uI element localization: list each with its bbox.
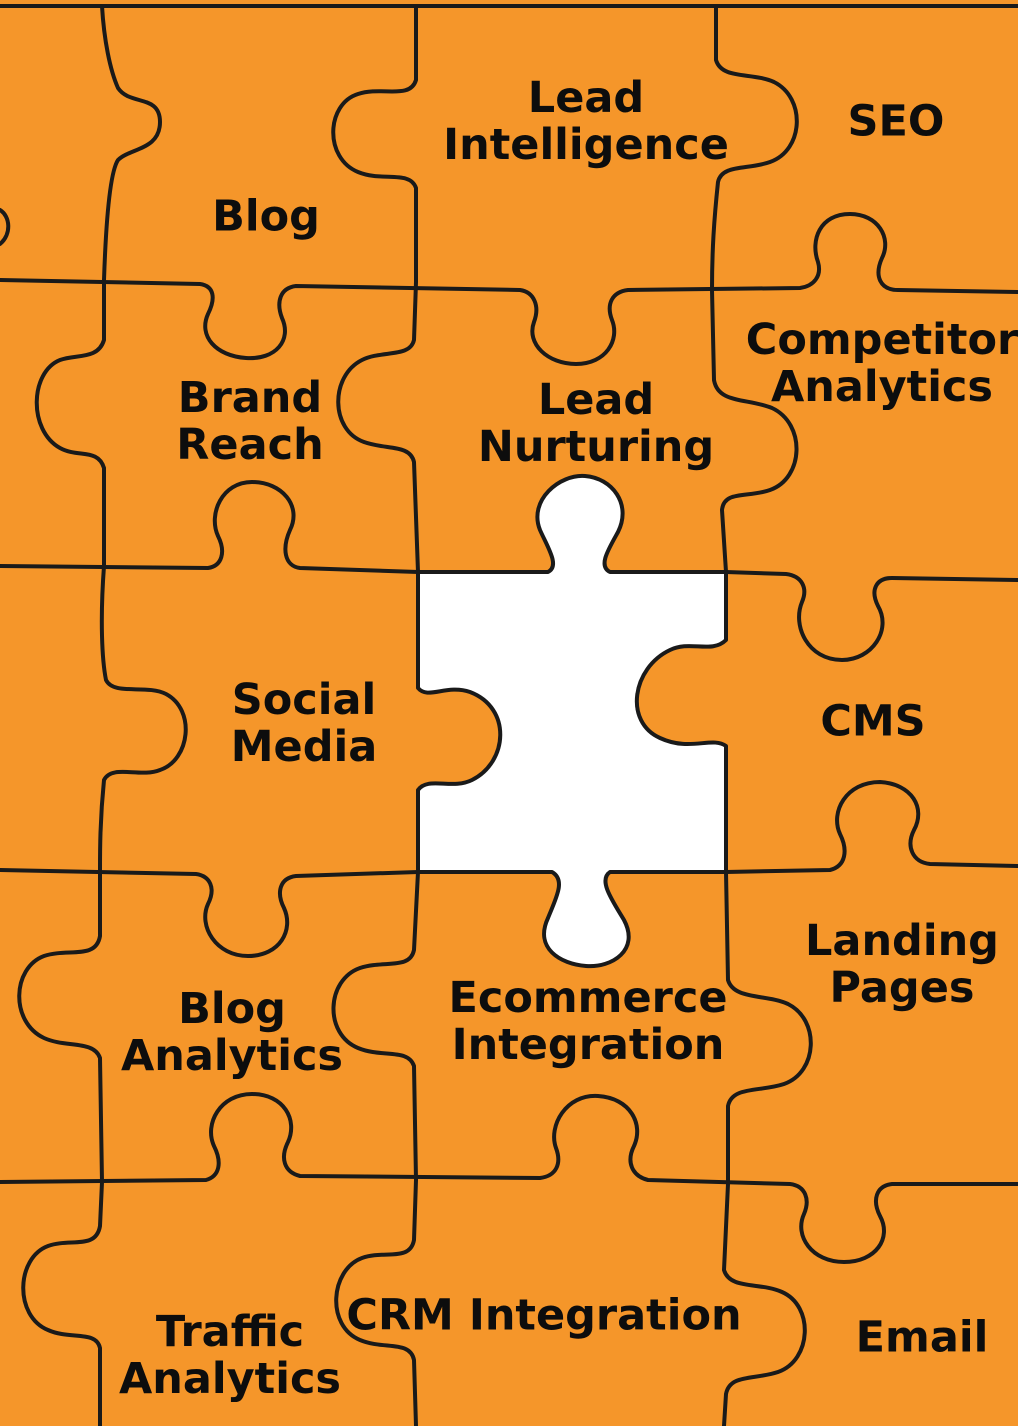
piece-label-social-media: Social Media xyxy=(231,677,378,771)
label-line: Brand xyxy=(177,373,323,423)
piece-label-email: Email xyxy=(855,1312,989,1363)
piece-label-blog: Blog xyxy=(212,191,320,242)
label-line: Lead xyxy=(527,73,645,123)
piece-label-brand-reach: Brand Reach xyxy=(176,375,323,469)
label-line: Analytics xyxy=(770,362,994,412)
piece-label-lead-nurturing: Lead Nurturing xyxy=(478,377,714,471)
label-line: Reach xyxy=(176,420,324,470)
piece-label-traffic-analytics: Traffic Analytics xyxy=(119,1309,341,1403)
label-line: Email xyxy=(855,1312,989,1363)
label-line: Intelligence xyxy=(443,120,729,170)
label-line: Blog xyxy=(178,984,286,1034)
label-line: CMS xyxy=(820,696,926,747)
piece-label-blog-analytics: Blog Analytics xyxy=(121,986,343,1080)
piece-label-ecommerce-integration: Ecommerce Integration xyxy=(448,975,727,1069)
piece-label-lead-intelligence: Lead Intelligence xyxy=(443,75,729,169)
label-line: SEO xyxy=(847,96,945,147)
label-line: CRM Integration xyxy=(346,1290,742,1341)
label-line: Integration xyxy=(451,1020,725,1070)
label-line: Competitor xyxy=(745,315,1018,365)
piece-label-crm-integration: CRM Integration xyxy=(346,1290,742,1341)
label-line: Analytics xyxy=(120,1031,344,1081)
label-line: Traffic xyxy=(155,1307,305,1357)
label-line: Nurturing xyxy=(477,422,715,472)
piece-label-competitor-analytics: Competitor Analytics xyxy=(746,317,1018,411)
piece-label-cms: CMS xyxy=(820,696,926,747)
piece-label-seo: SEO xyxy=(847,96,945,147)
label-line: Media xyxy=(230,722,378,772)
missing-puzzle-piece xyxy=(418,475,726,967)
label-line: Lead xyxy=(537,375,655,425)
puzzle-outlines xyxy=(0,4,1018,1426)
piece-label-landing-pages: Landing Pages xyxy=(805,918,999,1012)
label-line: Pages xyxy=(829,963,975,1013)
label-line: Landing xyxy=(805,916,999,966)
label-line: Analytics xyxy=(118,1354,342,1404)
label-line: Ecommerce xyxy=(448,973,728,1023)
label-line: Social xyxy=(231,675,377,725)
label-line: Blog xyxy=(212,191,320,242)
